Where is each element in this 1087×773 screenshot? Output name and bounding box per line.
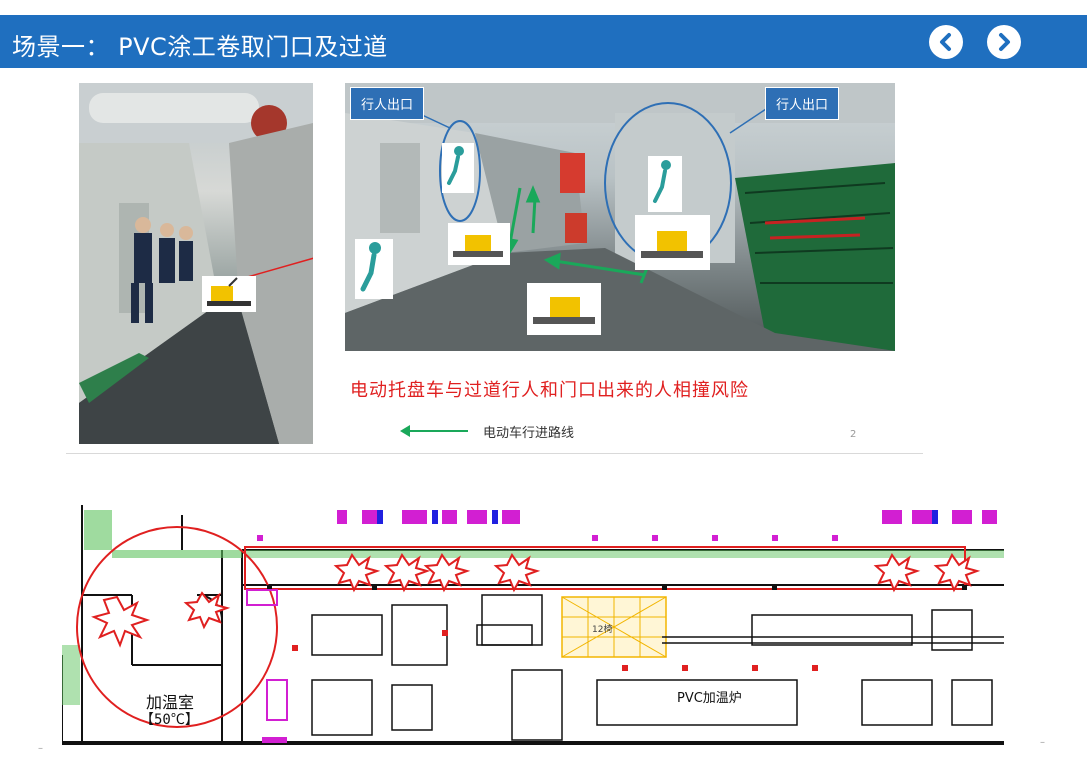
pallet-cart-2	[635, 215, 710, 270]
corridor-photo	[79, 83, 313, 444]
route-legend-label: 电动车行进路线	[483, 426, 575, 441]
room-label: 加温室	[146, 693, 195, 712]
corridor-illustration	[79, 83, 313, 444]
floor-plan: 加温室 【50℃】 12椅 PVC加温炉	[61, 505, 1004, 745]
pedestrian-exit-label-left: 行人出口	[350, 87, 425, 120]
risk-caption: 电动托盘车与过道行人和门口出来的人相撞风险	[350, 380, 749, 401]
section-divider	[66, 453, 923, 454]
area-label: 12椅	[592, 625, 613, 635]
header-bar: 场景一： PVC涂工卷取门口及过道	[0, 15, 1087, 68]
pedestrian-exit-label-right: 行人出口	[765, 87, 840, 120]
chevron-right-icon	[999, 33, 1010, 51]
aisle-photo: 行人出口 行人出口	[345, 83, 895, 351]
left-margin-mark: –	[38, 743, 43, 754]
pallet-cart-1	[448, 223, 510, 265]
page-number: 2	[850, 429, 857, 440]
pedestrian-icon-mid	[355, 239, 393, 299]
pallet-cart-3	[527, 283, 601, 335]
chevron-left-icon	[940, 33, 951, 51]
machine-label: PVC加温炉	[677, 691, 742, 706]
aisle-illustration	[345, 83, 895, 351]
pedestrian-icon-left	[442, 143, 474, 193]
route-legend-line	[404, 430, 468, 432]
pedestrian-icon-right	[648, 156, 682, 212]
prev-slide-button[interactable]	[929, 25, 963, 59]
page-title: 场景一： PVC涂工卷取门口及过道	[12, 33, 388, 61]
right-margin-mark: –	[1040, 737, 1045, 748]
next-slide-button[interactable]	[987, 25, 1021, 59]
floor-plan-drawing	[61, 505, 1004, 745]
room-temperature: 【50℃】	[140, 712, 199, 728]
